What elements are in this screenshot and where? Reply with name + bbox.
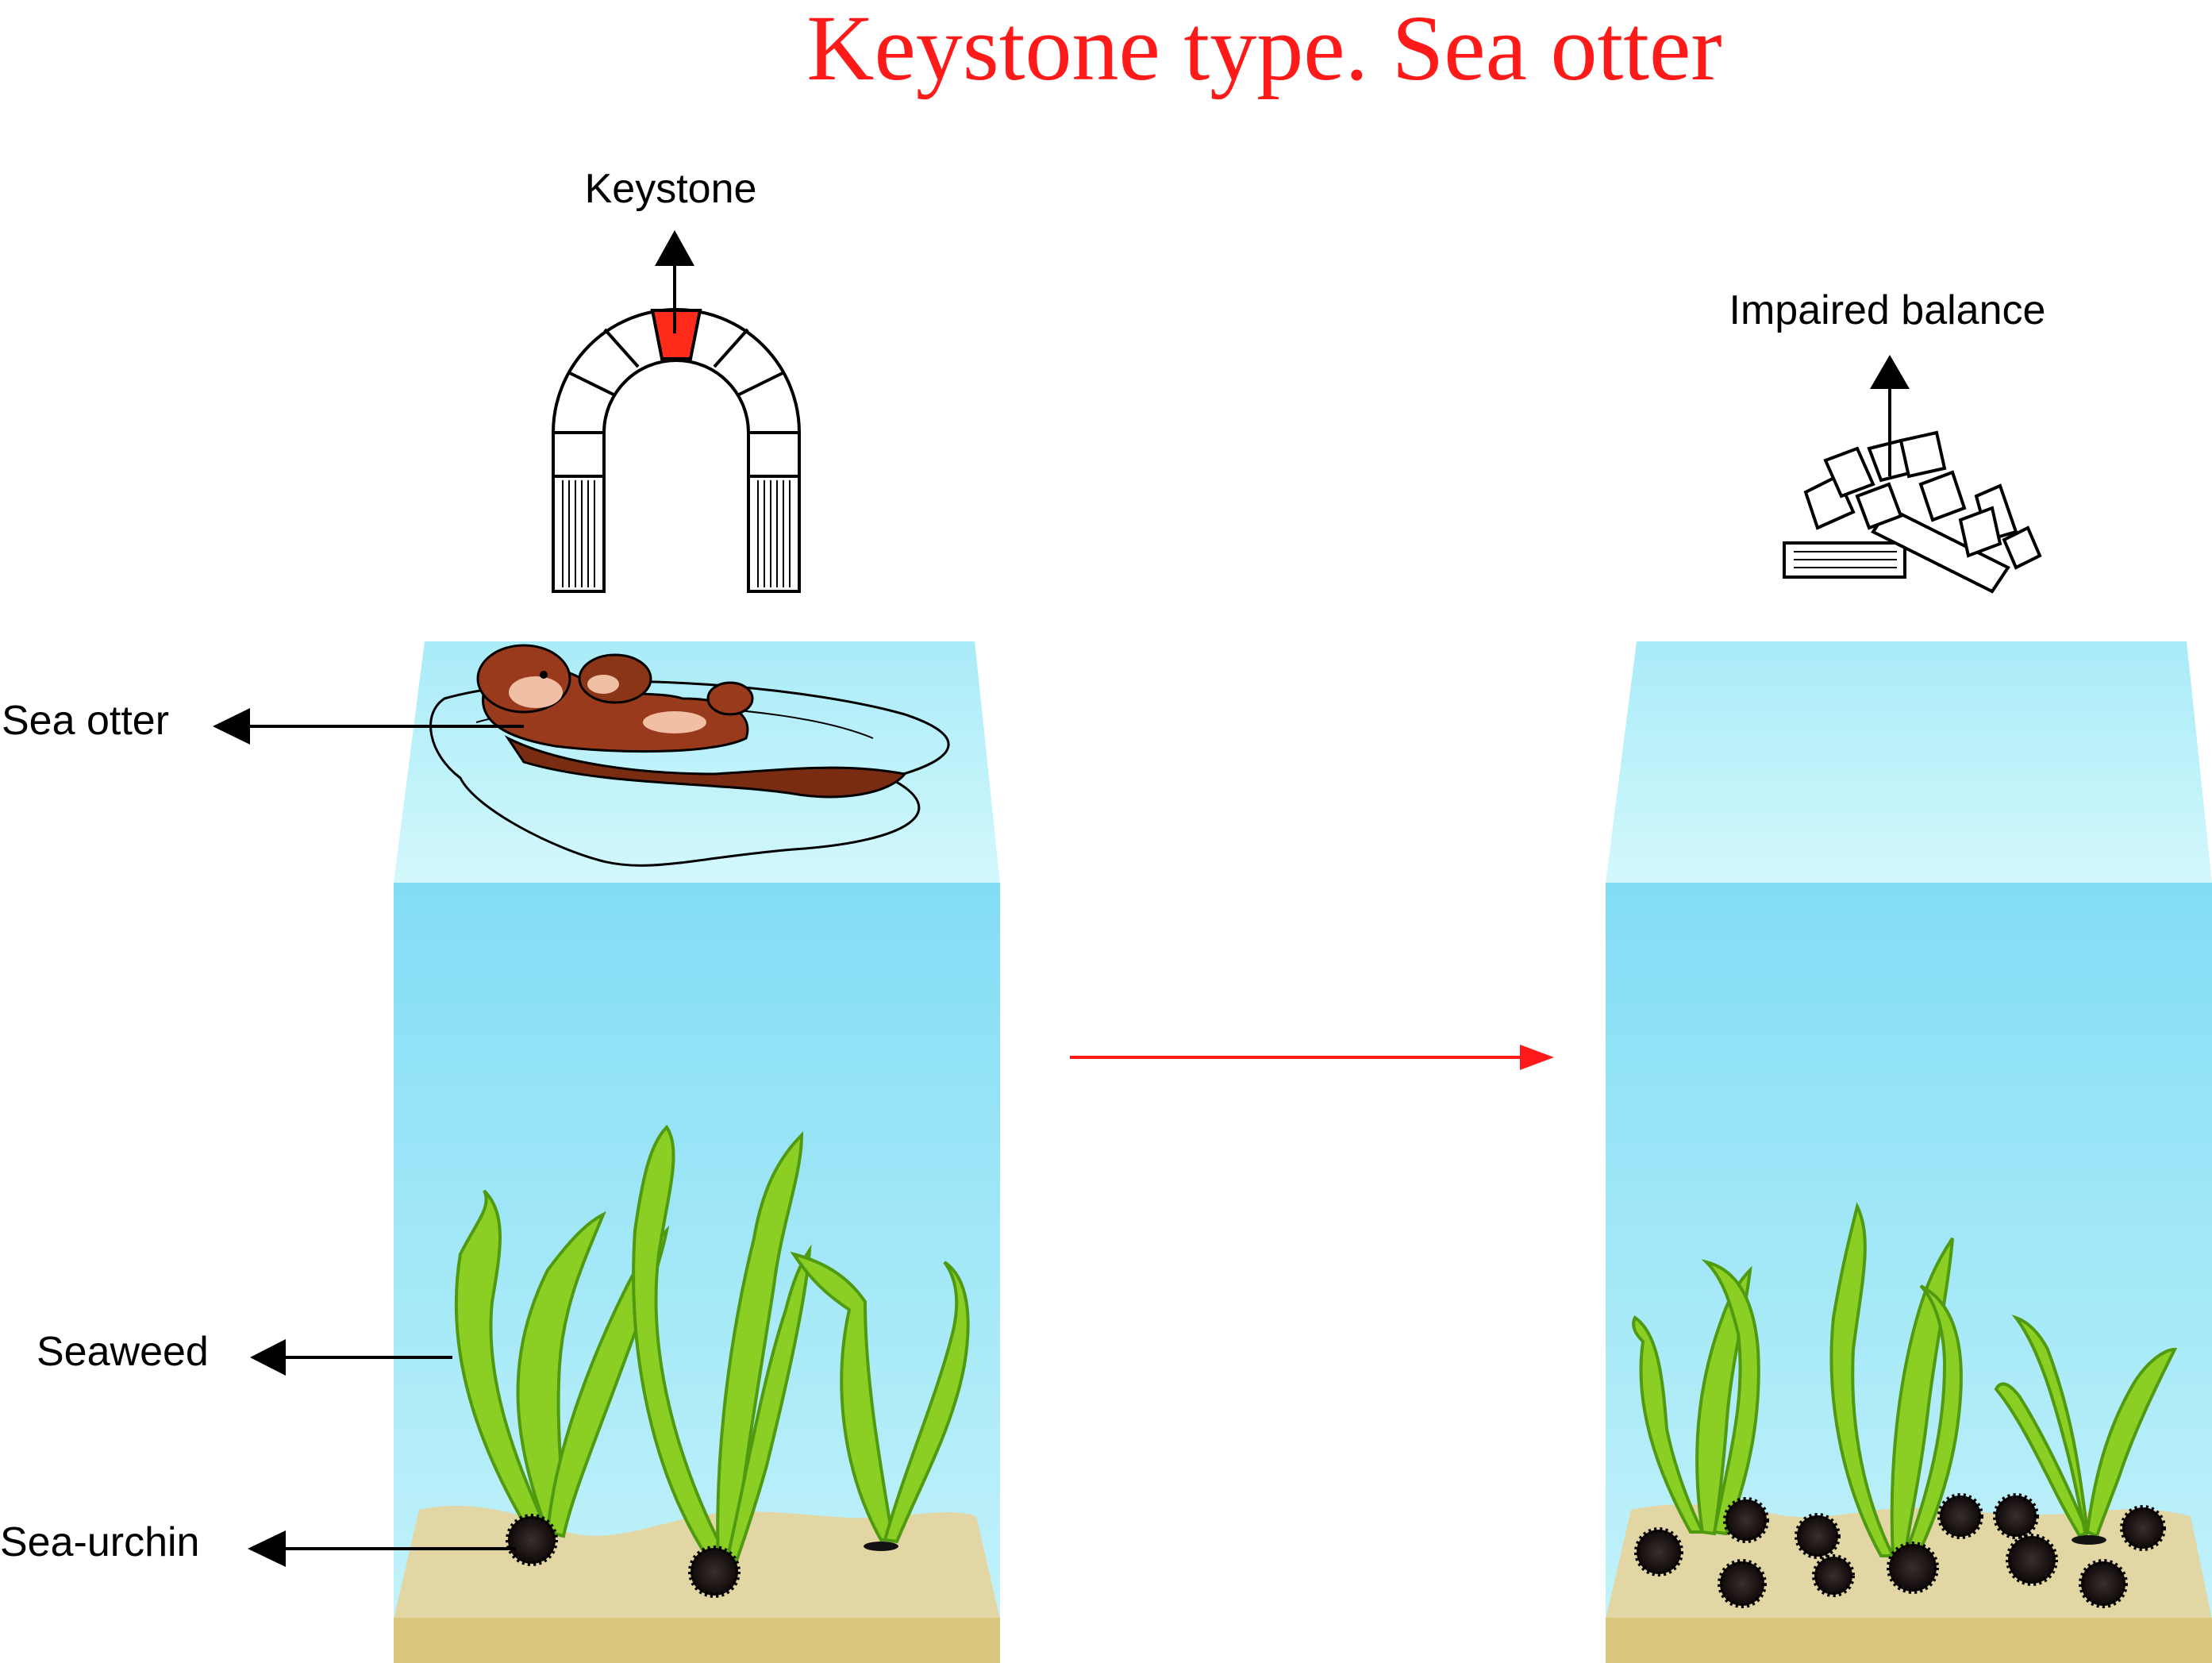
right-ecosystem — [1606, 641, 2212, 1663]
urchin-left-1 — [508, 1516, 556, 1564]
urchin-left-3 — [864, 1542, 898, 1551]
urchin-right-4 — [1720, 1561, 1764, 1606]
urchin-left-2 — [691, 1548, 738, 1596]
urchin-right-9 — [2008, 1536, 2056, 1584]
urchin-right-11 — [2081, 1561, 2125, 1606]
sand-base-left — [394, 1618, 1000, 1663]
keystone-arch — [553, 310, 799, 591]
urchin-right-7 — [1940, 1496, 1981, 1537]
collapsed-blocks — [1784, 433, 2040, 591]
urchin-right-10 — [2122, 1507, 2164, 1549]
urchin-right-8 — [1995, 1496, 2037, 1537]
label-sea-otter: Sea otter — [2, 698, 169, 744]
urchin-right-flat — [2072, 1535, 2106, 1545]
sand-base-right — [1606, 1618, 2212, 1663]
label-seaweed: Seaweed — [37, 1329, 209, 1375]
label-impaired-balance: Impaired balance — [1729, 287, 2046, 333]
urchin-right-6 — [1889, 1544, 1937, 1592]
transition-arrow — [1070, 1045, 1554, 1070]
left-ecosystem — [394, 641, 1000, 1663]
urchin-right-2 — [1725, 1499, 1767, 1541]
label-keystone: Keystone — [585, 166, 757, 212]
water-surface-right — [1606, 641, 2212, 883]
urchin-right-1 — [1637, 1530, 1681, 1574]
urchin-right-3 — [1797, 1515, 1838, 1557]
urchin-right-5 — [1814, 1557, 1852, 1595]
label-sea-urchin: Sea-urchin — [0, 1519, 199, 1565]
page-title: Keystone type. Sea otter — [806, 0, 1722, 100]
